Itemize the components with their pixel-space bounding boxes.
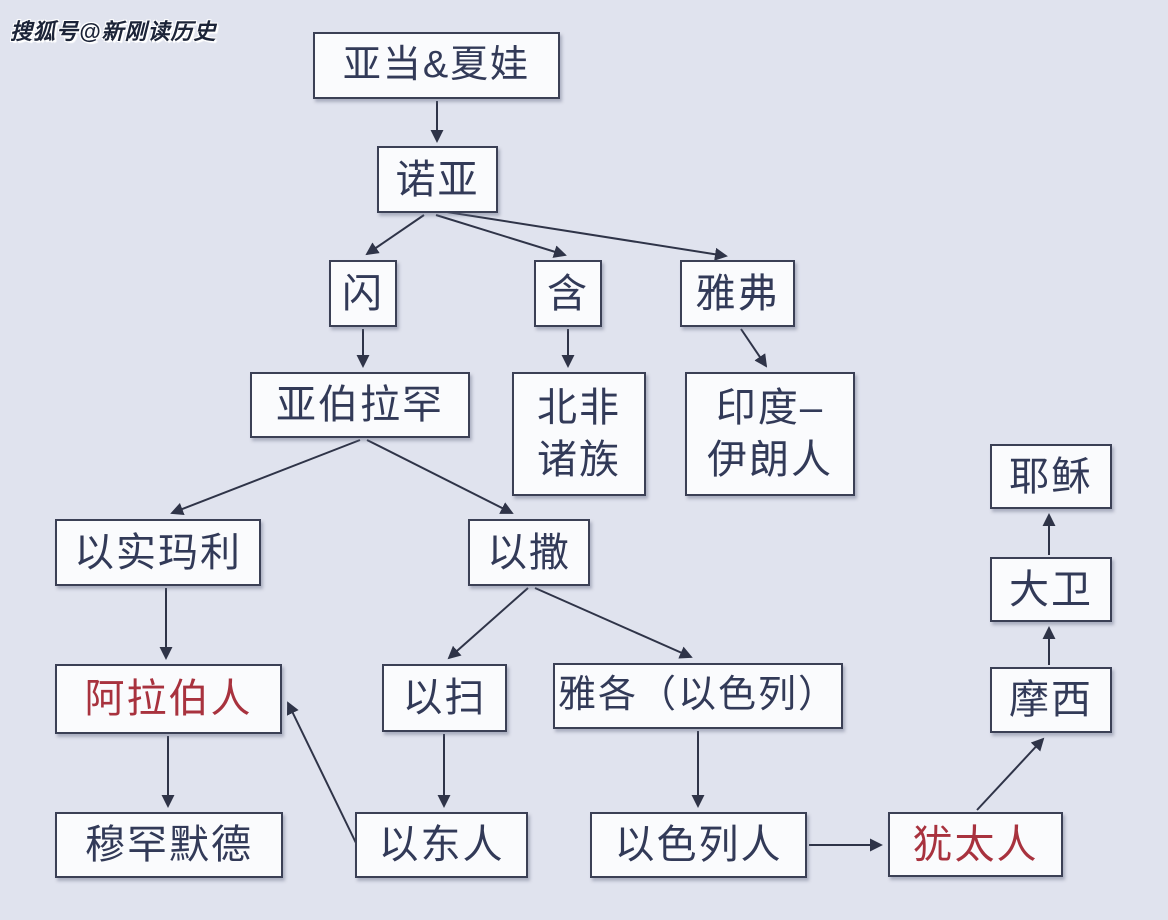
- node-ishmael-label: 以实玛利: [74, 530, 242, 575]
- node-isaac: 以撒: [468, 519, 590, 586]
- node-edomites: 以东人: [355, 812, 528, 878]
- edge-noah-japheth: [446, 211, 728, 261]
- node-israelites: 以色列人: [590, 812, 807, 878]
- node-jacob-israel: 雅各（以色列）: [553, 663, 843, 729]
- node-moses: 摩西: [990, 667, 1112, 733]
- node-esau-label: 以扫: [402, 676, 487, 720]
- node-adam-eve: 亚当&夏娃: [313, 32, 560, 99]
- edge-abraham-ishmael: [170, 439, 361, 516]
- node-edomites-label: 以东人: [378, 823, 505, 867]
- edge-isaac-esau: [447, 587, 529, 660]
- node-north-african-peoples-label: 北非 诸族: [537, 386, 621, 482]
- node-japheth-label: 雅弗: [695, 271, 780, 316]
- edge-abraham-isaac: [366, 439, 514, 514]
- node-abraham-label: 亚伯拉罕: [276, 383, 444, 427]
- node-ham-label: 含: [547, 271, 589, 316]
- node-japheth: 雅弗: [680, 260, 795, 327]
- node-ham: 含: [534, 260, 602, 327]
- node-ishmael: 以实玛利: [55, 519, 261, 586]
- node-david-label: 大卫: [1009, 567, 1093, 612]
- edge-edomites-arabs: [286, 701, 357, 844]
- node-north-african-peoples: 北非 诸族: [512, 372, 646, 496]
- node-jews-label: 犹太人: [912, 822, 1039, 867]
- node-jacob-israel-label: 雅各（以色列）: [557, 674, 838, 717]
- node-indo-iranians-label: 印度– 伊朗人: [707, 386, 833, 482]
- node-muhammad-label: 穆罕默德: [85, 823, 253, 867]
- node-moses-label: 摩西: [1009, 678, 1093, 722]
- node-isaac-label: 以撒: [487, 530, 571, 575]
- node-israelites-label: 以色列人: [614, 823, 783, 867]
- node-jesus-label: 耶稣: [1009, 454, 1093, 499]
- node-arabs: 阿拉伯人: [55, 664, 282, 734]
- edge-noah-shem: [365, 214, 425, 256]
- node-jews: 犹太人: [888, 812, 1063, 877]
- node-adam-eve-label: 亚当&夏娃: [342, 43, 531, 86]
- node-david: 大卫: [990, 557, 1112, 622]
- node-noah: 诺亚: [377, 146, 498, 213]
- watermark: 搜狐号@新刚读历史: [10, 19, 217, 44]
- edge-isaac-jacob: [534, 587, 693, 659]
- node-noah-label: 诺亚: [395, 157, 480, 202]
- node-arabs-label: 阿拉伯人: [84, 677, 253, 721]
- node-jesus: 耶稣: [990, 444, 1112, 509]
- node-esau: 以扫: [382, 664, 507, 732]
- edge-jews-moses: [976, 737, 1045, 811]
- node-shem: 闪: [329, 260, 397, 327]
- node-abraham: 亚伯拉罕: [250, 372, 470, 438]
- node-muhammad: 穆罕默德: [55, 812, 283, 878]
- node-shem-label: 闪: [342, 271, 384, 316]
- edge-noah-ham: [435, 214, 567, 258]
- node-indo-iranians: 印度– 伊朗人: [685, 372, 855, 496]
- edge-japheth-indo_iranians: [740, 328, 768, 368]
